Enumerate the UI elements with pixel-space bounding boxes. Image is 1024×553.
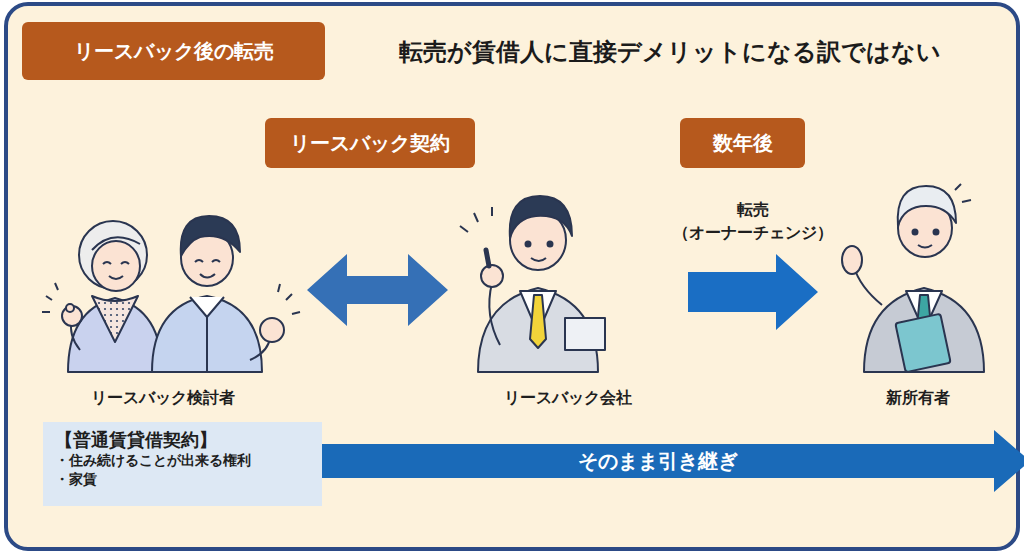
label-text: 数年後	[701, 130, 785, 157]
new-owner-figure	[895, 314, 950, 372]
person-node: 新所有者	[830, 185, 1006, 415]
company-staff-figure	[460, 196, 605, 372]
carry-over-arrow: そのまま引き継ぎ	[322, 430, 1024, 492]
section-badge: リースバック後の転売	[22, 22, 325, 80]
new-owner-figure	[854, 267, 882, 305]
company-staff-figure	[489, 283, 500, 345]
company-staff-figure	[530, 295, 546, 348]
company-staff-figure	[486, 250, 489, 266]
woman-figure	[109, 276, 123, 279]
person-caption: 新所有者	[830, 388, 1006, 409]
man-figure	[278, 284, 300, 314]
man-figure	[152, 216, 300, 372]
contract-item: ・家賃	[55, 470, 310, 488]
step-badge: 数年後	[680, 118, 805, 168]
woman-figure	[92, 237, 140, 250]
person-caption: リースバック検討者	[30, 388, 295, 409]
label-text: リースバック契約	[278, 130, 462, 157]
label-text: リースバック後の転売	[62, 38, 286, 65]
arrow-shape	[322, 430, 1024, 492]
man-figure	[181, 216, 240, 256]
new-owner-figure	[842, 184, 984, 372]
man-figure	[206, 317, 208, 372]
heading-text: 転売が賃借人に直接デメリットになる訳ではない	[345, 36, 995, 68]
company-staff-figure	[510, 196, 572, 238]
woman-figure	[92, 241, 140, 291]
new-owner-figure	[913, 230, 918, 235]
label-text: そのまま引き継ぎ	[322, 430, 994, 492]
new-owner-figure	[918, 245, 932, 248]
woman-figure	[92, 296, 138, 342]
company-staff-figure	[548, 242, 553, 247]
man-figure	[260, 318, 284, 342]
company-staff-figure	[565, 318, 605, 350]
block-arrow	[688, 254, 818, 330]
contract-box: 【普通賃貸借契約】・住み続けることが出来る権利・家賃	[43, 422, 322, 506]
new-owner-figure	[934, 230, 939, 235]
woman-figure	[103, 262, 129, 264]
company-staff-figure	[460, 207, 492, 232]
man-figure	[152, 296, 262, 372]
woman-figure	[42, 283, 58, 312]
woman-figure	[66, 304, 74, 312]
step-badge: リースバック契約	[265, 118, 475, 168]
edge-label: 転売 （オーナーチェンジ）	[663, 199, 843, 244]
new-owner-figure	[864, 288, 984, 372]
company-staff-figure	[481, 265, 503, 287]
person-node: リースバック会社	[460, 185, 676, 415]
company-staff-figure	[526, 242, 531, 247]
woman-figure	[42, 221, 162, 372]
new-owner-figure	[898, 186, 956, 226]
block-arrow	[307, 254, 448, 326]
new-owner-figure	[955, 184, 971, 202]
contract-heading: 【普通賃貸借契約】	[55, 428, 310, 451]
man-figure	[195, 260, 220, 262]
man-figure	[190, 297, 224, 317]
company-staff-figure	[531, 258, 546, 261]
man-figure	[200, 274, 215, 278]
contract-item: ・住み続けることが出来る権利	[55, 451, 310, 469]
person-node: リースバック検討者	[30, 200, 295, 415]
person-caption: リースバック会社	[460, 388, 676, 409]
new-owner-figure	[842, 246, 862, 274]
